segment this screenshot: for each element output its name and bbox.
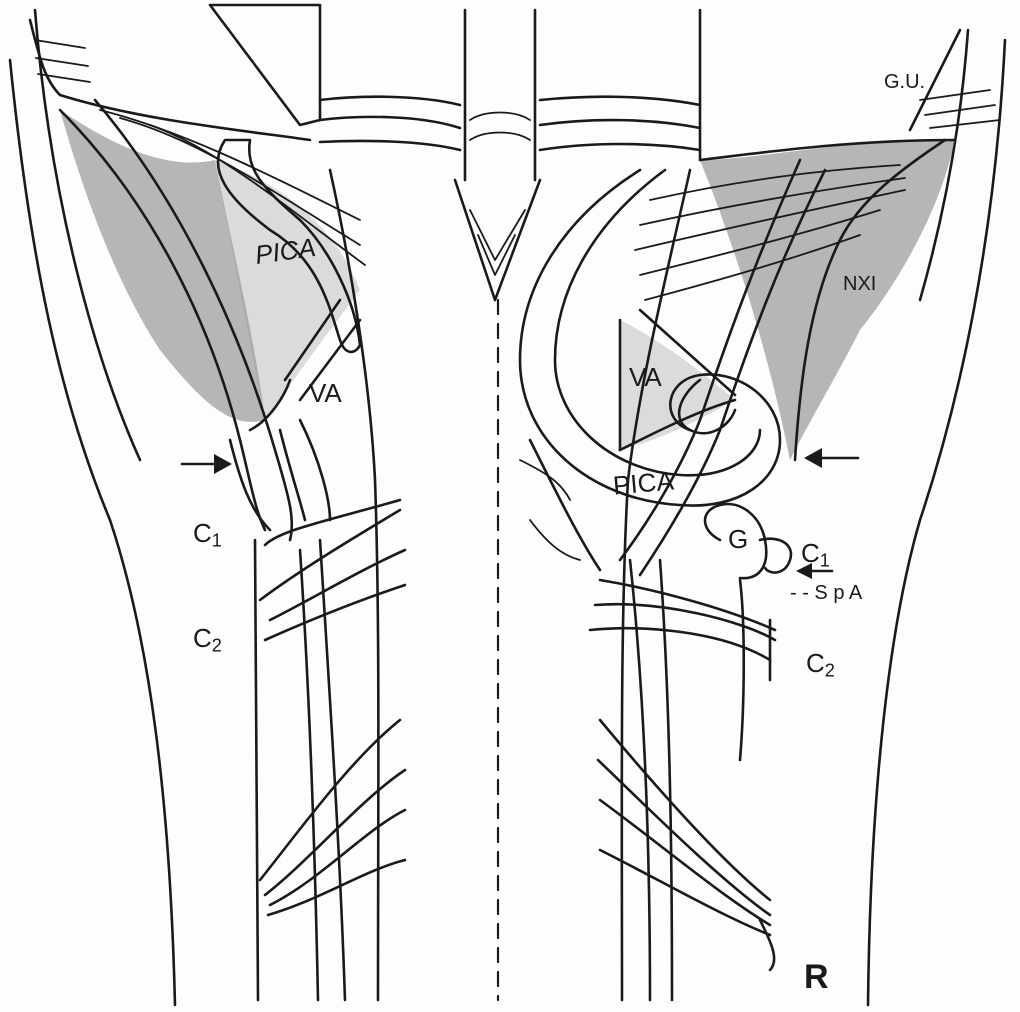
va-left-label: VA [309, 380, 342, 406]
c2-right-main: C [806, 648, 825, 678]
c1-right-main: C [801, 538, 820, 568]
c1-right-label: C1 [801, 540, 830, 570]
va-right-label: VA [629, 364, 662, 390]
nxi-label: NXI [843, 274, 876, 294]
c1-left-label: C1 [193, 520, 222, 550]
c2-right-label: C2 [806, 650, 835, 680]
c2-left-main: C [193, 623, 212, 653]
spa-label: - - S p A [790, 583, 862, 603]
spinal-cord [330, 170, 690, 1000]
arrow-left-icon [804, 448, 858, 468]
gu-label: G.U. [884, 72, 925, 92]
c1-left-sub: 1 [212, 531, 222, 551]
left-nerve-roots [255, 500, 405, 1000]
c2-left-label: C2 [193, 625, 222, 655]
pica-left-label: PICA [253, 234, 317, 268]
pica-right-label: PICA [612, 467, 675, 498]
c2-right-sub: 2 [825, 661, 835, 681]
ganglion-label: G [728, 526, 748, 552]
c2-left-sub: 2 [212, 636, 222, 656]
c1-left-main: C [193, 518, 212, 548]
c1-right-sub: 1 [820, 551, 830, 571]
r-label: R [804, 960, 829, 994]
arrow-right-icon [182, 454, 232, 474]
